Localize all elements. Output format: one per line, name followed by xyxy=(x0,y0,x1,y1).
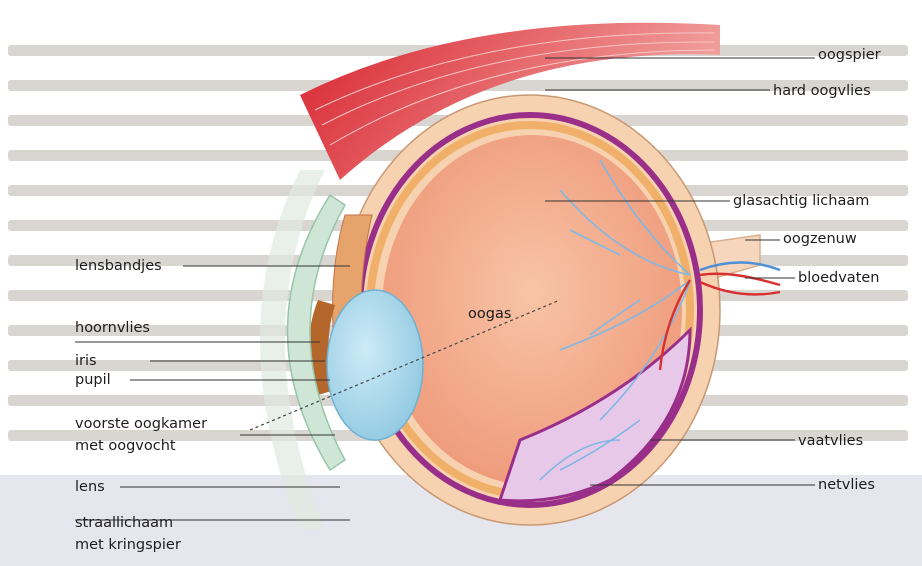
label-pupil: pupil xyxy=(75,371,111,389)
label-glasachtig-lichaam: glasachtig lichaam xyxy=(733,192,869,210)
label-met-oogvocht: met oogvocht xyxy=(75,437,176,455)
label-hoornvlies: hoornvlies xyxy=(75,319,150,337)
label-vaatvlies: vaatvlies xyxy=(798,432,863,450)
label-oogas: oogas xyxy=(468,305,511,323)
label-netvlies: netvlies xyxy=(818,476,875,494)
label-bloedvaten: bloedvaten xyxy=(798,269,880,287)
label-oogspier: oogspier xyxy=(818,46,881,64)
label-straallichaam: straallichaam xyxy=(75,514,173,532)
label-lens: lens xyxy=(75,478,105,496)
label-lensbandjes: lensbandjes xyxy=(75,257,162,275)
label-iris: iris xyxy=(75,352,97,370)
lens xyxy=(327,290,423,440)
label-met-kringspier: met kringspier xyxy=(75,536,181,554)
label-hard-oogvlies: hard oogvlies xyxy=(773,82,871,100)
label-voorste-oogkamer: voorste oogkamer xyxy=(75,415,207,433)
label-oogzenuw: oogzenuw xyxy=(783,230,857,248)
